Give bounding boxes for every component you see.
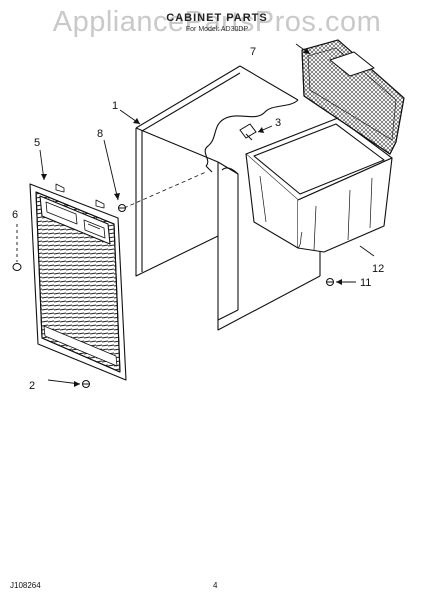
callout-11: 11 <box>360 277 371 289</box>
screw-part-8 <box>118 204 126 212</box>
front-grille-panel <box>29 183 127 381</box>
callout-6: 6 <box>12 209 18 221</box>
watermark: AppliancePartsPros.com <box>52 6 382 38</box>
cabinet-wrapper <box>123 65 321 331</box>
water-bucket <box>245 117 393 253</box>
leader-lines <box>16 43 375 385</box>
screw-part-2 <box>82 380 90 388</box>
screw-part-3 <box>239 123 257 141</box>
callout-12: 12 <box>372 263 384 275</box>
leader-arrowheads <box>41 48 342 387</box>
callout-5: 5 <box>34 137 40 149</box>
callout-3: 3 <box>275 117 281 129</box>
screw-part-11 <box>326 278 334 286</box>
callout-8: 8 <box>97 128 103 140</box>
air-filter <box>301 39 405 155</box>
callout-2: 2 <box>29 380 35 392</box>
callout-1: 1 <box>112 100 118 112</box>
part-code-label: J108264 <box>10 581 41 590</box>
callout-7: 7 <box>250 46 256 58</box>
page-number: 4 <box>213 581 218 590</box>
diagram-title: CABINET PARTS <box>166 12 268 24</box>
diagram-subtitle: For Model: AD30DP <box>185 26 249 33</box>
plug-part-6 <box>12 263 22 271</box>
